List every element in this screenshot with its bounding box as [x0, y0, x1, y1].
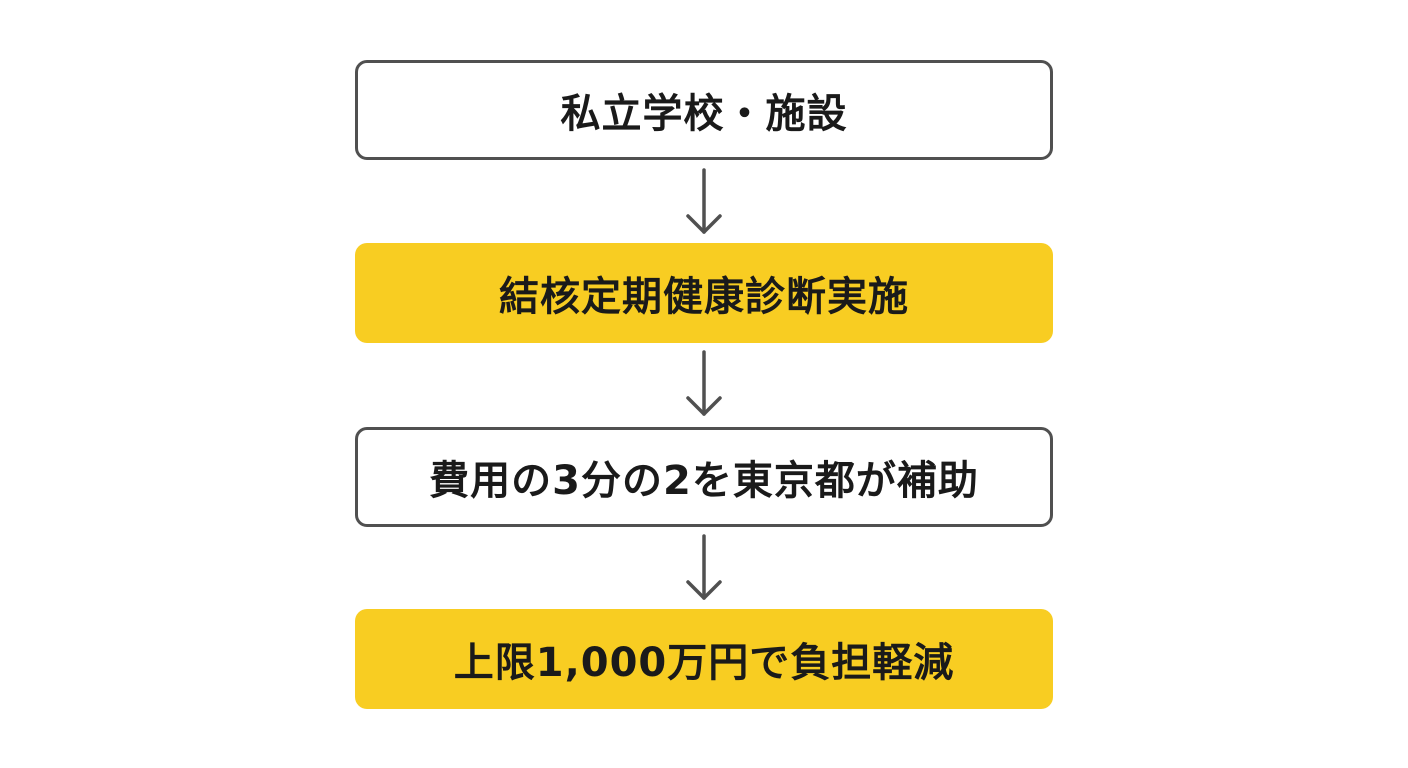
step-label: 私立学校・施設 [560, 91, 848, 137]
step-private-schools-facilities: 私立学校・施設 [355, 60, 1053, 160]
step-label: 上限1,000万円で負担軽減 [453, 640, 955, 686]
step-label: 費用の3分の2を東京都が補助 [429, 458, 979, 504]
step-tb-health-checkup: 結核定期健康診断実施 [355, 243, 1053, 343]
step-label: 結核定期健康診断実施 [499, 274, 909, 320]
down-arrow-icon [684, 534, 724, 602]
down-arrow-icon [684, 168, 724, 236]
down-arrow-icon [684, 350, 724, 418]
step-tokyo-subsidy: 費用の3分の2を東京都が補助 [355, 427, 1053, 527]
step-burden-reduction: 上限1,000万円で負担軽減 [355, 609, 1053, 709]
